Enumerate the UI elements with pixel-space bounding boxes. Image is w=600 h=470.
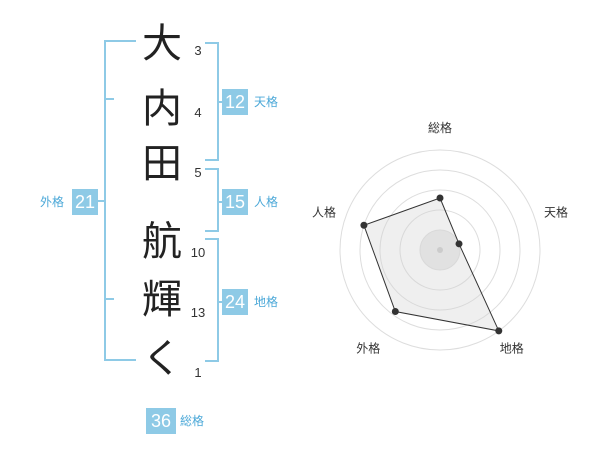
soukaku-label: 総格 bbox=[180, 414, 205, 428]
radar-point-2 bbox=[455, 240, 463, 248]
jinkaku-label: 人格 bbox=[254, 195, 279, 209]
stroke-count-2: 4 bbox=[194, 105, 202, 120]
radar-grid-circle bbox=[399, 209, 481, 291]
radar-grid-circle bbox=[359, 169, 521, 331]
tenkaku-label: 天格 bbox=[254, 95, 279, 109]
gaikaku-connector bbox=[98, 200, 106, 202]
radar-axis-label: 地格 bbox=[500, 341, 524, 356]
chikaku-value: 24 bbox=[222, 289, 248, 315]
name-char-6: く bbox=[142, 336, 182, 382]
stroke-count-4: 10 bbox=[190, 245, 206, 260]
gaikaku-value: 21 bbox=[72, 189, 98, 215]
jinkaku-connector bbox=[217, 201, 223, 203]
radar-point-5 bbox=[360, 221, 368, 229]
tenkaku-value: 12 bbox=[222, 89, 248, 115]
radar-point-3 bbox=[495, 327, 503, 335]
radar-point-4 bbox=[391, 307, 399, 315]
stroke-count-6: 1 bbox=[194, 365, 202, 380]
gaikaku-label: 外格 bbox=[40, 195, 65, 209]
jinkaku-value: 15 bbox=[222, 189, 248, 215]
radar-axis-label: 人格 bbox=[312, 204, 336, 219]
name-char-3: 田 bbox=[142, 141, 182, 187]
radar-point-1 bbox=[436, 194, 444, 202]
name-char-5: 輝 bbox=[142, 277, 182, 323]
radar-axis-label: 外格 bbox=[356, 341, 380, 356]
name-char-4: 航 bbox=[142, 219, 182, 265]
radar-center-dot bbox=[437, 247, 443, 253]
radar-axis-label: 天格 bbox=[544, 204, 568, 219]
bracket-tick bbox=[104, 98, 114, 100]
stroke-count-5: 13 bbox=[190, 305, 206, 320]
stroke-count-1: 3 bbox=[194, 43, 202, 58]
radar-grid-circle bbox=[339, 149, 541, 351]
chikaku-bracket bbox=[205, 238, 219, 362]
radar-data-polygon bbox=[363, 197, 500, 332]
chikaku-label: 地格 bbox=[254, 295, 279, 309]
radar-axis-label: 総格 bbox=[428, 120, 452, 135]
chikaku-connector bbox=[217, 301, 223, 303]
tenkaku-connector bbox=[217, 101, 223, 103]
jinkaku-bracket bbox=[205, 168, 219, 232]
stroke-count-3: 5 bbox=[194, 165, 202, 180]
bracket-tick bbox=[104, 298, 114, 300]
name-char-2: 内 bbox=[142, 86, 182, 132]
soukaku-value: 36 bbox=[146, 408, 176, 434]
radar-grid-circle bbox=[379, 189, 501, 311]
name-char-1: 大 bbox=[142, 21, 182, 67]
